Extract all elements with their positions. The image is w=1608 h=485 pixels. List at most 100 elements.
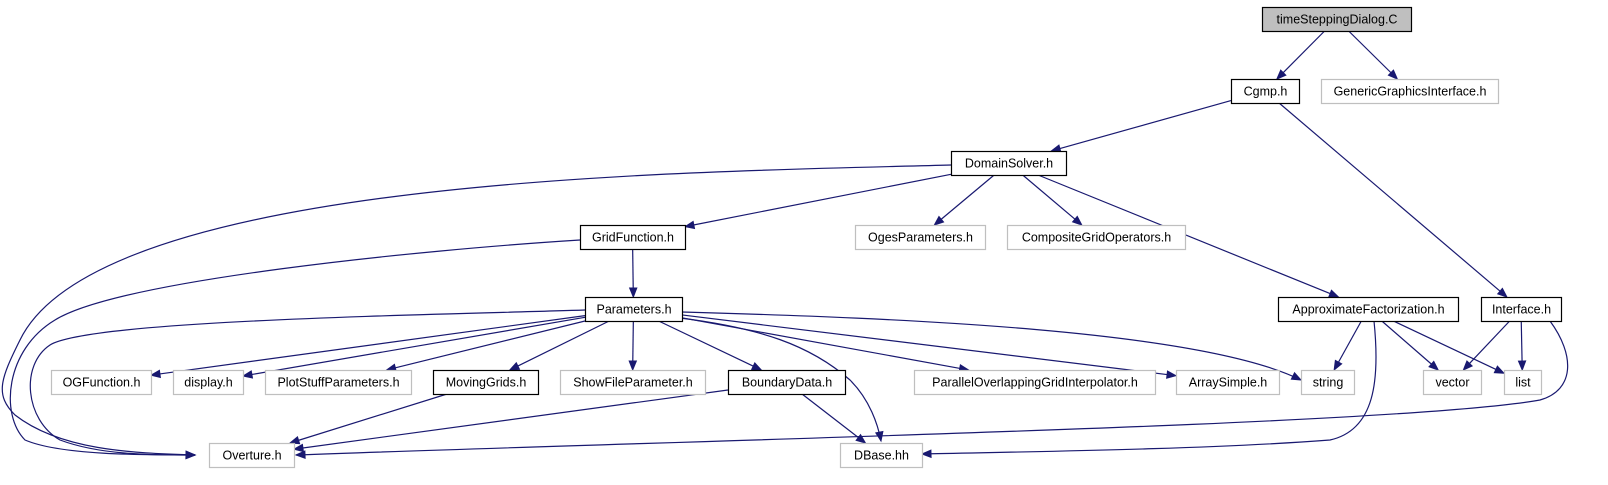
node-BoundaryData[interactable]: BoundaryData.h [727, 369, 847, 396]
node-label: MovingGrids.h [446, 376, 527, 390]
node-box [1277, 296, 1460, 323]
node-label: BoundaryData.h [742, 376, 832, 390]
node-Parameters[interactable]: Parameters.h [584, 296, 684, 323]
edge-line [1468, 320, 1511, 365]
node-label: CompositeGridOperators.h [1022, 231, 1171, 245]
edge-Parameters-to-OGFunction [149, 315, 586, 379]
edge-Parameters-to-Overture [29, 309, 586, 460]
edge-arrowhead [149, 369, 162, 379]
node-PlotStuffParameters: PlotStuffParameters.h [264, 369, 413, 396]
edge-arrowhead [1496, 287, 1508, 298]
node-DomainSolver[interactable]: DomainSolver.h [950, 150, 1068, 177]
node-box [432, 369, 540, 396]
edge-arrowhead [628, 360, 638, 372]
node-GenericGraphicsInterface: GenericGraphicsInterface.h [1320, 78, 1500, 105]
node-label: DBase.hh [854, 449, 909, 463]
edge-line [940, 174, 995, 221]
edge-MovingGrids-to-Overture [288, 393, 448, 445]
edge-arrowhead [185, 450, 197, 460]
node-string: string [1300, 369, 1356, 396]
edge-arrowhead [1428, 360, 1440, 371]
node-box [1261, 6, 1413, 33]
node-label: vector [1435, 376, 1469, 390]
edge-arrowhead [628, 287, 638, 299]
node-box [727, 369, 847, 396]
node-Interface[interactable]: Interface.h [1480, 296, 1563, 323]
edge-arrowhead [1333, 359, 1343, 372]
edge-arrowhead [683, 220, 696, 230]
node-Cgmp[interactable]: Cgmp.h [1230, 78, 1301, 105]
edge-arrowhead [1493, 365, 1506, 374]
edge-line [1348, 30, 1393, 74]
edge-timeSteppingDialog-to-GenericGraphicsInterface [1348, 30, 1399, 80]
edge-ApproximateFactorization-to-vector [1381, 320, 1440, 371]
node-box [579, 224, 687, 251]
edge-GridFunction-to-Parameters [628, 248, 638, 299]
edge-arrowhead [933, 215, 945, 226]
node-ShowFileParameter: ShowFileParameter.h [559, 369, 707, 396]
edge-Parameters-to-MovingGrids [508, 320, 610, 371]
node-ParallelOverlappingGridInterpolator: ParallelOverlappingGridInterpolator.h [913, 369, 1157, 396]
node-box [1175, 369, 1281, 396]
edges-layer [1, 30, 1569, 460]
node-Overture: Overture.h [208, 442, 296, 469]
edge-DomainSolver-to-Overture [1, 164, 952, 460]
node-box [1422, 369, 1483, 396]
node-label: timeSteppingDialog.C [1277, 13, 1398, 27]
edge-arrowhead [241, 370, 254, 379]
node-label: ArraySimple.h [1189, 376, 1268, 390]
edge-arrowhead [292, 443, 304, 453]
edge-ApproximateFactorization-to-list [1393, 320, 1506, 374]
edge-BoundaryData-to-Overture [292, 389, 729, 453]
edge-Interface-to-Overture [294, 320, 1569, 459]
edge-line [1282, 30, 1326, 74]
edge-Cgmp-to-DomainSolver [1049, 99, 1232, 153]
edge-line [658, 320, 755, 368]
node-vector: vector [1422, 369, 1483, 396]
edge-DomainSolver-to-CompositeGridOperators [1022, 174, 1083, 226]
node-ApproximateFactorization[interactable]: ApproximateFactorization.h [1277, 296, 1460, 323]
edge-Cgmp-to-Interface [1278, 102, 1508, 298]
edge-line [516, 320, 610, 367]
node-label: ParallelOverlappingGridInterpolator.h [932, 376, 1138, 390]
edge-line [1381, 320, 1433, 366]
node-label: OGFunction.h [63, 376, 141, 390]
edge-line [250, 316, 586, 376]
edge-line [1337, 320, 1362, 364]
edge-line [801, 393, 860, 439]
edge-line [295, 320, 1569, 456]
edge-arrowhead [920, 449, 932, 459]
edge-Parameters-to-ArraySimple [681, 314, 1178, 379]
node-label: Interface.h [1492, 303, 1551, 317]
edge-line [1393, 320, 1498, 371]
edge-line [158, 315, 586, 375]
edge-line [1278, 102, 1502, 293]
edge-line [1, 164, 952, 456]
edge-BoundaryData-to-DBase [801, 393, 867, 444]
edge-line [681, 314, 1169, 376]
node-ArraySimple: ArraySimple.h [1175, 369, 1281, 396]
edge-line [921, 320, 1377, 455]
node-GridFunction[interactable]: GridFunction.h [579, 224, 687, 251]
node-label: Cgmp.h [1244, 85, 1288, 99]
node-box [950, 150, 1068, 177]
edge-arrowhead [1071, 215, 1083, 226]
edge-line [297, 393, 448, 442]
node-DBase: DBase.hh [839, 442, 924, 469]
edge-line [632, 320, 634, 363]
edge-Parameters-to-ShowFileParameter [628, 320, 638, 372]
edge-GridFunction-to-Overture [9, 239, 581, 460]
node-label: ShowFileParameter.h [573, 376, 693, 390]
edge-arrowhead [1462, 360, 1474, 371]
node-box [559, 369, 707, 396]
edge-line [394, 320, 586, 369]
edge-arrowhead [294, 450, 306, 459]
edge-line [681, 317, 961, 370]
node-box [208, 442, 296, 469]
edge-line [1058, 99, 1232, 150]
node-MovingGrids[interactable]: MovingGrids.h [432, 369, 540, 396]
node-label: Parameters.h [596, 303, 671, 317]
edge-line [1520, 320, 1523, 363]
edge-arrowhead [288, 436, 301, 445]
